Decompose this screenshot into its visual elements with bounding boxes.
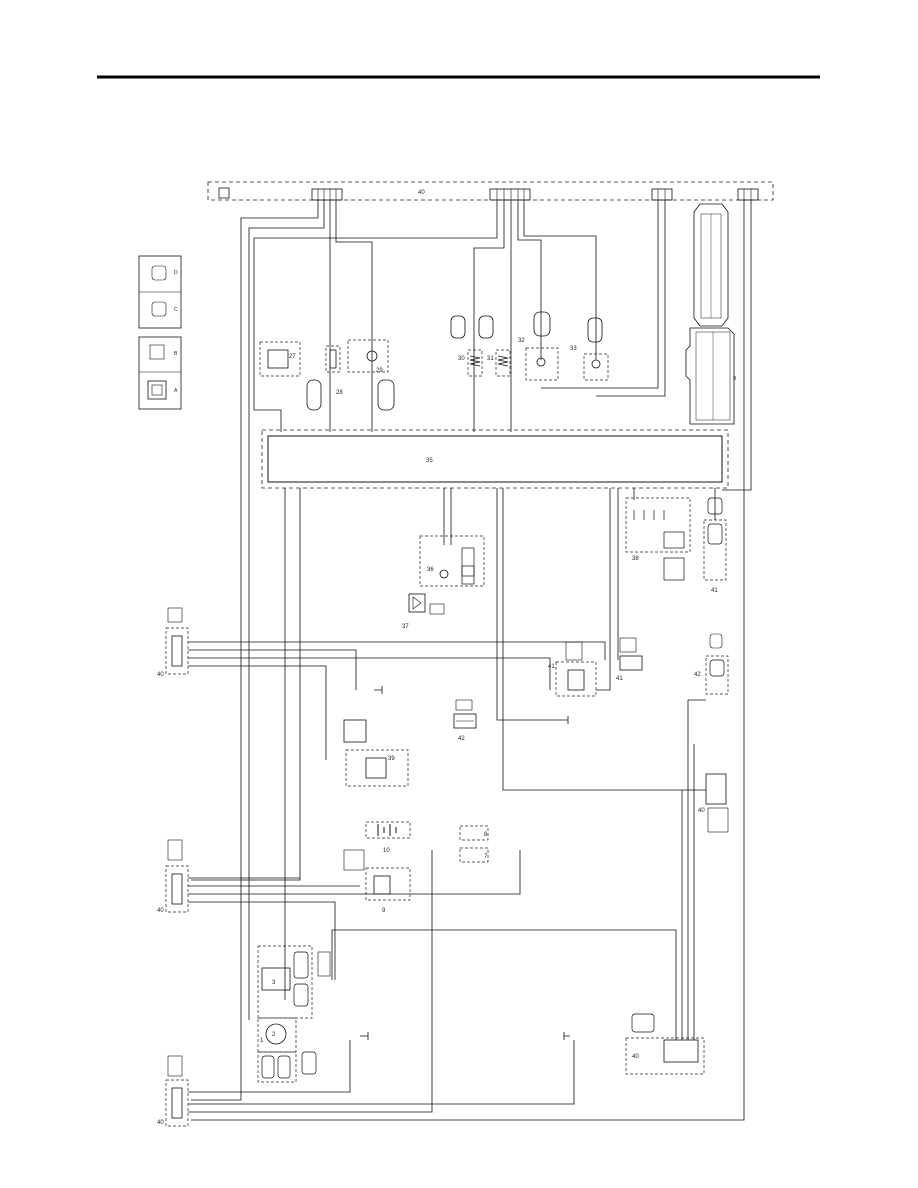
svg-text:29: 29 — [376, 368, 383, 374]
harness-bottom-right — [331, 699, 706, 1040]
svg-text:3: 3 — [272, 980, 276, 986]
svg-text:32: 32 — [518, 338, 525, 344]
svg-text:41: 41 — [616, 676, 623, 682]
ecu-block — [267, 435, 723, 483]
svg-text:42: 42 — [458, 736, 465, 742]
svg-text:40: 40 — [632, 1054, 639, 1060]
sensor-33: 33 — [570, 317, 609, 381]
sensor-29: 29 — [347, 339, 395, 411]
top-connector-3 — [651, 188, 673, 201]
svg-text:36: 36 — [427, 567, 434, 573]
connector-left-1: 40 — [157, 607, 189, 678]
switch-42: 42 — [694, 633, 729, 695]
svg-text:A: A — [174, 388, 178, 394]
wires-top-right — [191, 200, 752, 1121]
connector-1 — [257, 1051, 317, 1083]
module-3: 3 — [257, 945, 331, 1019]
relay-44: 41 — [548, 641, 597, 697]
harness-left-1 — [188, 641, 606, 760]
svg-text:37: 37 — [402, 624, 409, 630]
svg-text:27: 27 — [289, 354, 296, 360]
svg-text:28: 28 — [336, 390, 343, 396]
harness-left-2 — [188, 850, 521, 980]
svg-text:30: 30 — [458, 356, 465, 362]
svg-text:41: 41 — [711, 588, 718, 594]
bus-terminal — [218, 187, 230, 199]
ground-symbols — [360, 686, 570, 1040]
legend-panel-lower: B A — [138, 336, 182, 410]
injector-30: 30 — [450, 315, 483, 377]
sensor-32: 32 — [518, 311, 559, 381]
module-41: 41 — [703, 497, 727, 594]
svg-text:41: 41 — [548, 664, 555, 670]
module-38: 38 — [625, 497, 691, 581]
module-43: 41 — [616, 637, 643, 682]
ground-bus-box — [207, 181, 774, 201]
starter-motor-2: 2 1 — [257, 1017, 297, 1053]
svg-text:C: C — [174, 307, 178, 313]
svg-text:8: 8 — [484, 832, 488, 838]
legend-panel-upper: D C — [138, 255, 182, 329]
connector-left-2: 40 — [157, 839, 189, 914]
svg-text:42: 42 — [694, 672, 701, 678]
svg-text:40: 40 — [157, 1120, 164, 1126]
injector-31: 31 — [478, 315, 511, 377]
svg-text:7: 7 — [484, 854, 488, 860]
svg-text:10: 10 — [383, 848, 390, 854]
ground-bus-ref: 40 — [418, 190, 425, 196]
battery-10: 10 — [365, 821, 411, 854]
top-connector-1 — [311, 188, 343, 201]
wires-below-ecu — [191, 488, 716, 1000]
connector-right-mid: 40 — [698, 773, 729, 833]
svg-text:31: 31 — [487, 356, 494, 362]
svg-text:40: 40 — [157, 672, 164, 678]
fuse-7: 7 — [459, 847, 489, 863]
top-connector-2 — [489, 188, 531, 201]
top-connector-4 — [737, 188, 759, 201]
fuse-45: 42 — [453, 699, 477, 742]
svg-text:2: 2 — [272, 1032, 276, 1038]
sensor-36: 36 — [419, 535, 485, 587]
svg-text:38: 38 — [632, 556, 639, 562]
svg-text:D: D — [174, 270, 178, 276]
svg-text:B: B — [733, 376, 737, 382]
module-40: 40 — [625, 1013, 705, 1075]
wires-top-middle — [253, 200, 597, 432]
connector-left-3: 40 — [157, 1055, 189, 1127]
harness-left-3 — [188, 850, 575, 1113]
svg-text:33: 33 — [570, 346, 577, 352]
relay-9: 9 — [343, 849, 411, 914]
ecu-connector-lower: B — [685, 327, 737, 425]
svg-text:40: 40 — [157, 908, 164, 914]
svg-text:39: 39 — [388, 756, 395, 762]
svg-text:9: 9 — [382, 908, 386, 914]
svg-text:B: B — [174, 351, 178, 357]
fuse-8: 8 — [459, 825, 489, 841]
ecu-connector-upper — [693, 203, 729, 327]
ecu-ref: 35 — [426, 458, 433, 464]
wires-top-left — [191, 200, 373, 1101]
sensor-28: 28 — [325, 345, 343, 396]
svg-text:1: 1 — [260, 1038, 264, 1044]
svg-text:40: 40 — [698, 808, 705, 814]
diode-37: 37 — [402, 593, 445, 630]
sensor-27: 27 — [259, 341, 322, 411]
relay-47: 39 — [343, 719, 409, 787]
ecu-outer-dashed — [261, 429, 729, 489]
